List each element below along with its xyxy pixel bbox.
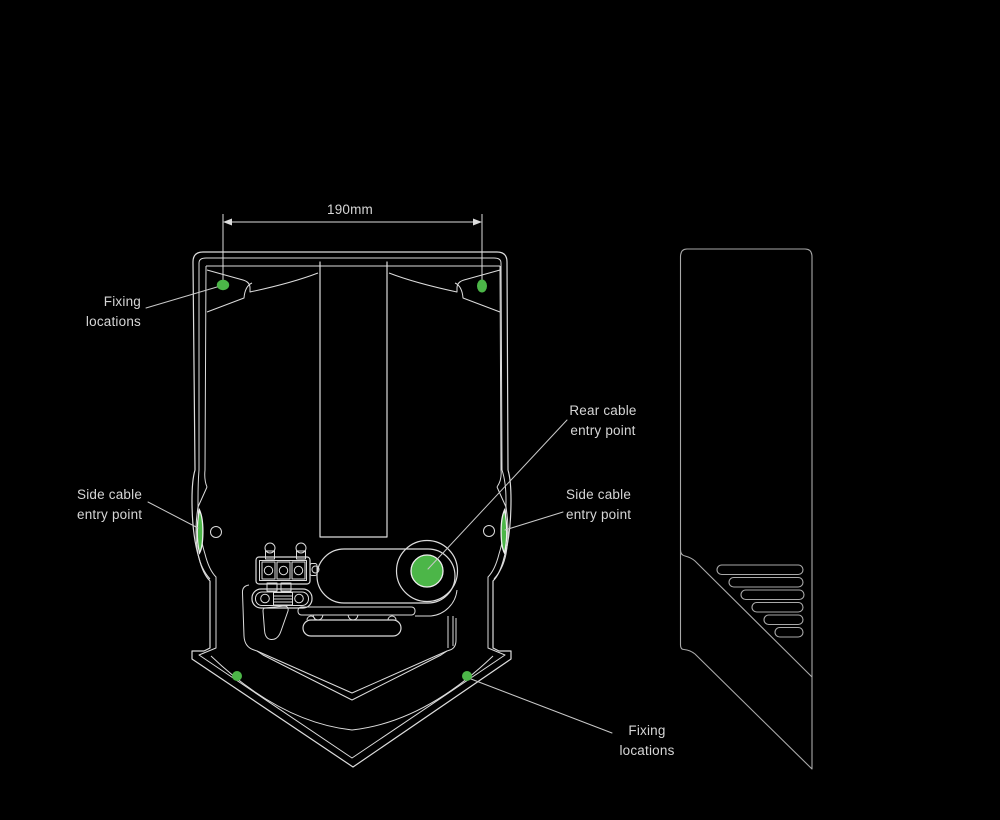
side-wing-left	[195, 486, 222, 580]
middle-chevron	[210, 655, 494, 731]
lower-bracket	[241, 584, 457, 694]
rear-cable-entry	[410, 554, 444, 588]
fixing-dot-top-right	[477, 279, 487, 293]
side-crease	[679, 549, 813, 678]
central-column	[319, 261, 388, 538]
fixing-dot-top-left	[216, 279, 230, 291]
terminal-screw-left	[264, 542, 276, 554]
label-rear-cable: Rear cable entry point	[569, 403, 637, 438]
entry-bracket	[415, 589, 458, 617]
dimension-190mm	[222, 214, 483, 280]
leader-fixing-bottom	[470, 678, 613, 734]
clamp-bracket	[251, 588, 313, 609]
vent-slot	[716, 564, 804, 576]
leader-lines	[145, 286, 613, 734]
inner-wall-right	[496, 265, 502, 488]
wing-hole-right	[483, 525, 495, 537]
vent-slot	[740, 589, 805, 601]
pocket-right	[454, 282, 501, 313]
label-fixing-locations-top: Fixing locations	[85, 294, 141, 329]
side-wing-right	[483, 486, 509, 580]
dimension-arrow-left	[223, 218, 232, 226]
side-outline	[679, 248, 813, 770]
wing-flap-right	[493, 486, 509, 580]
side-cable-entry-right	[500, 507, 508, 555]
clamp-label	[273, 592, 293, 606]
vent-slots	[716, 564, 805, 638]
terminal-block	[251, 542, 320, 609]
inner-chevron	[256, 650, 448, 701]
mount-bar	[297, 606, 416, 616]
shelf-right	[388, 269, 501, 293]
vent-slot	[763, 614, 804, 626]
inner-wall-left	[204, 265, 208, 488]
fixing-dot-bottom-left	[232, 671, 242, 681]
teardrop-bracket	[262, 605, 289, 641]
leader-fixing-top	[145, 286, 218, 309]
terminal-side-tab	[309, 563, 318, 576]
side-view	[679, 248, 813, 770]
terminal-screw-right	[295, 542, 307, 554]
leader-side-cable-right	[504, 511, 564, 531]
vent-slot	[728, 576, 804, 588]
wing-hole-left	[210, 526, 222, 538]
side-cable-entry-left	[196, 507, 204, 555]
terminal-side-hole	[311, 565, 320, 574]
fixing-dot-bottom-right	[462, 671, 472, 681]
shelf-left	[206, 269, 319, 293]
leader-side-cable-left	[147, 501, 199, 529]
cable-slot	[302, 619, 402, 637]
front-view	[191, 214, 512, 768]
vent-slot	[751, 601, 804, 613]
label-fixing-locations-bottom: Fixing locations	[619, 723, 675, 758]
stadium-cutout	[316, 548, 456, 604]
rear-entry-outer-ring	[395, 539, 459, 603]
body-outline-outer	[191, 251, 512, 768]
pocket-left	[206, 282, 253, 313]
leader-rear-cable	[427, 419, 568, 570]
label-side-cable-right: Side cable entry point	[566, 487, 632, 522]
vent-slot	[774, 626, 804, 638]
label-side-cable-left: Side cable entry point	[77, 487, 143, 522]
dimension-arrow-right	[473, 218, 482, 226]
body-outline-inner	[197, 257, 507, 759]
wing-flap-left	[195, 486, 211, 580]
dimension-label: 190mm	[326, 202, 373, 217]
